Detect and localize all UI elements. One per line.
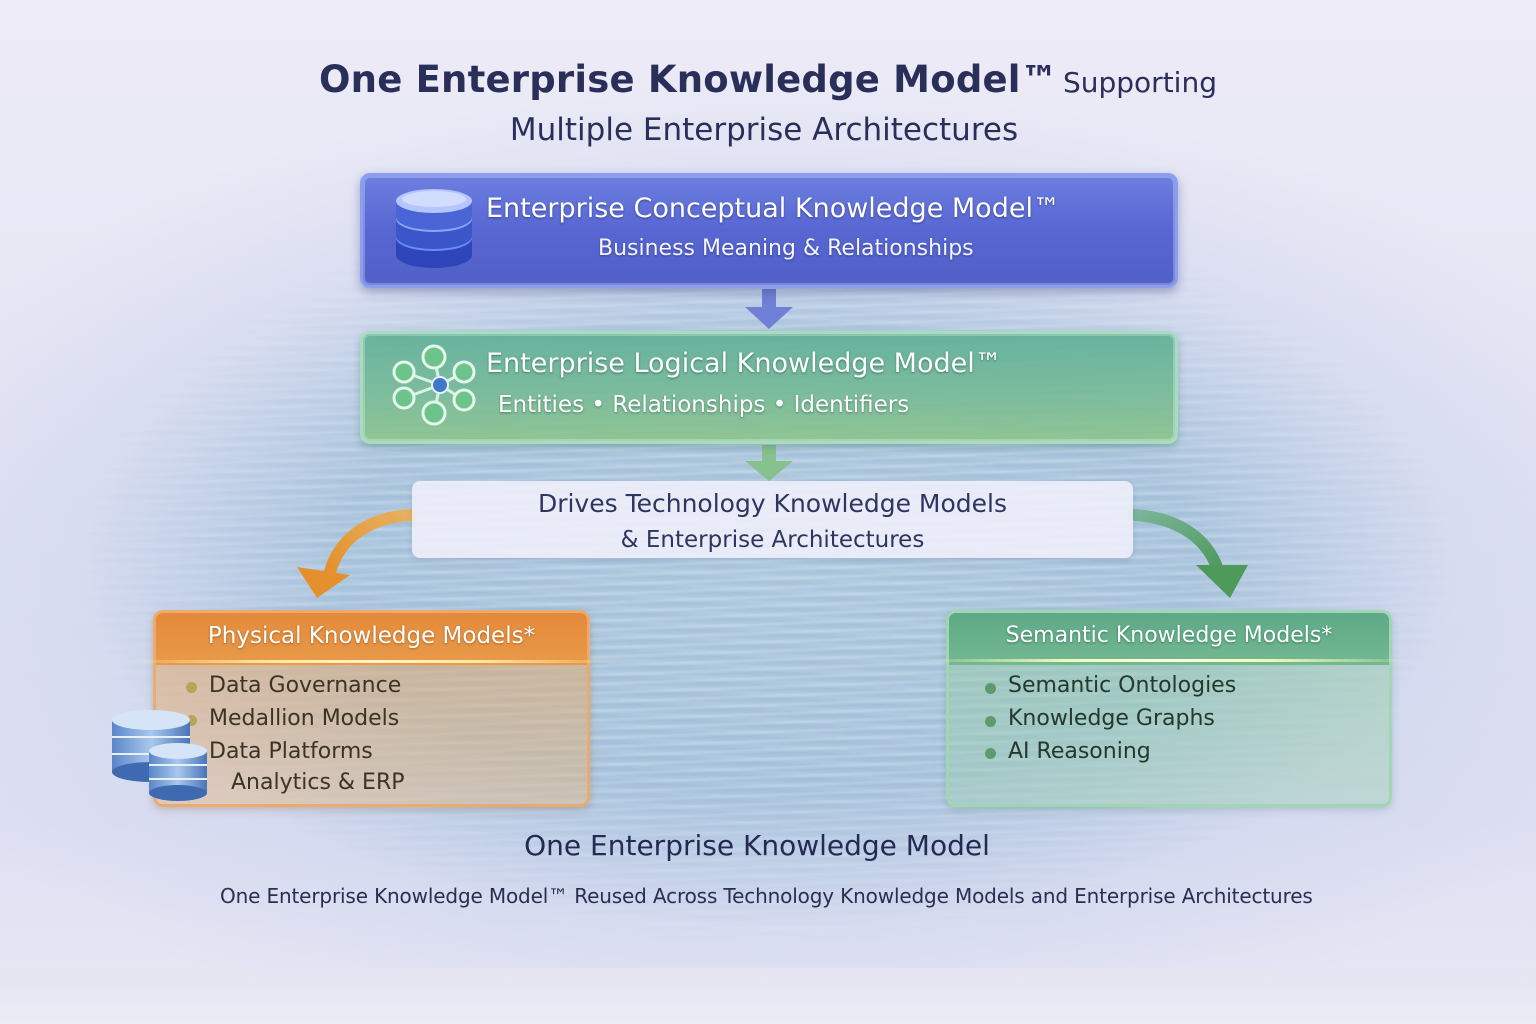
list-item: Semantic Ontologies xyxy=(1008,673,1237,698)
list-item: Medallion Models xyxy=(209,706,400,731)
list-item: Analytics & ERP xyxy=(231,770,405,795)
arrow-logical-to-drives xyxy=(745,445,793,481)
bullet xyxy=(186,715,197,726)
list-item: AI Reasoning xyxy=(1008,739,1151,764)
bullet xyxy=(985,748,996,759)
semantic-header-glow xyxy=(915,659,1420,662)
drives-line-1: Drives Technology Knowledge Models xyxy=(537,489,1008,518)
semantic-models-header xyxy=(949,613,1389,665)
list-item: Knowledge Graphs xyxy=(1008,706,1215,731)
arrow-conceptual-to-logical xyxy=(745,289,793,329)
physical-models-title: Physical Knowledge Models* xyxy=(207,623,536,649)
list-item: Data Platforms xyxy=(209,739,373,764)
title-rest: Supporting xyxy=(1062,66,1217,99)
conceptual-model-title: Enterprise Conceptual Knowledge Model™ xyxy=(486,193,1060,224)
arrow-to-physical xyxy=(297,509,417,598)
bullet xyxy=(186,682,197,693)
bottom-band xyxy=(0,968,1536,1024)
physical-models-header xyxy=(156,613,587,665)
physical-models-box xyxy=(153,610,590,807)
semantic-models-box xyxy=(946,610,1392,807)
page-title: One Enterprise Knowledge Model™ Supporti… xyxy=(0,58,1536,101)
title-main: One Enterprise Knowledge Model™ xyxy=(319,58,1058,101)
footer-caption: One Enterprise Knowledge Model™ Reused A… xyxy=(220,884,1313,908)
page-subtitle: Multiple Enterprise Architectures xyxy=(509,112,1019,148)
logical-model-title: Enterprise Logical Knowledge Model™ xyxy=(486,348,1002,379)
semantic-models-title: Semantic Knowledge Models* xyxy=(1005,623,1333,648)
arrow-to-semantic xyxy=(1127,509,1248,598)
drives-box xyxy=(412,481,1133,558)
conceptual-model-subtitle: Business Meaning & Relationships xyxy=(598,236,974,261)
bullet xyxy=(985,716,996,727)
list-item: Data Governance xyxy=(209,673,402,698)
bullet xyxy=(985,683,996,694)
logical-model-subtitle: Entities • Relationships • Identifiers xyxy=(498,392,910,418)
logical-model-box xyxy=(360,331,1178,444)
drives-line-2: & Enterprise Architectures xyxy=(620,527,925,553)
physical-header-glow xyxy=(120,660,630,663)
footer-title: One Enterprise Knowledge Model xyxy=(524,829,990,862)
conceptual-model-box xyxy=(360,173,1178,288)
